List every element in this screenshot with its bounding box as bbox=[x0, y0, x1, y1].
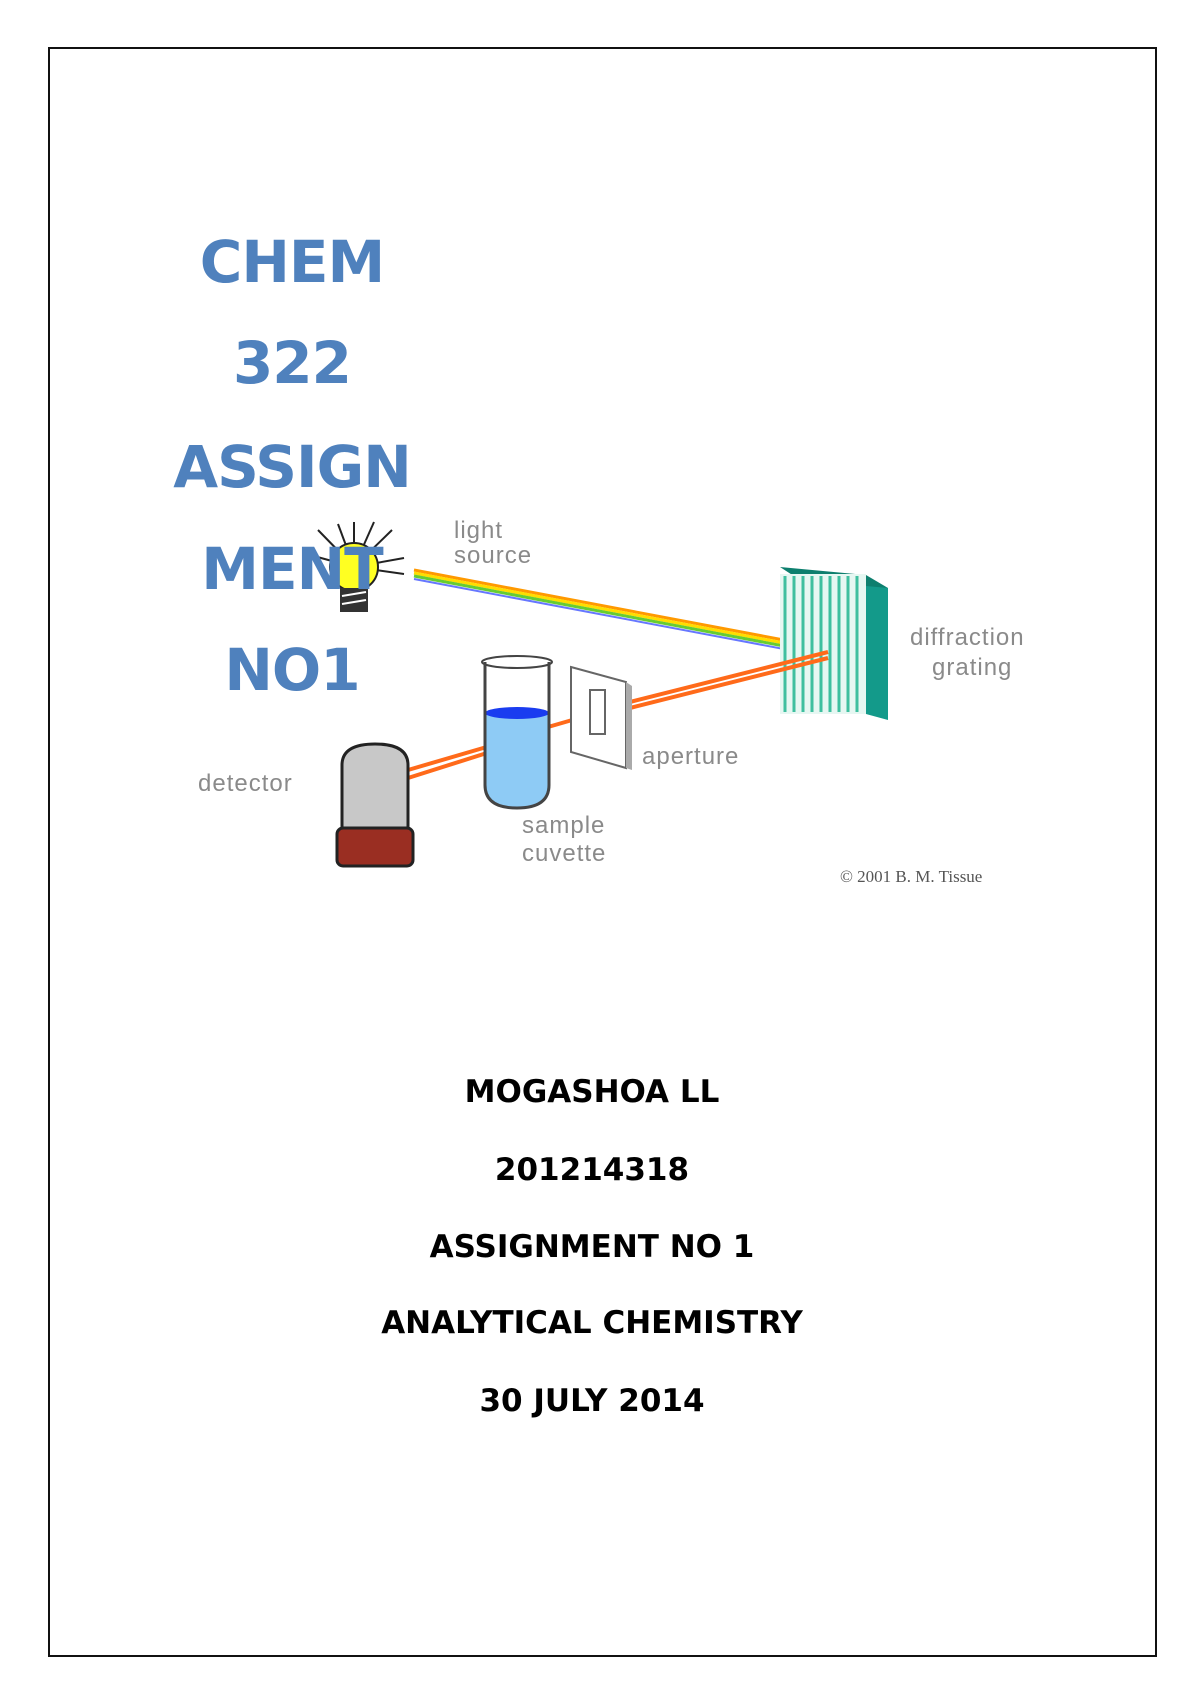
subject: ANALYTICAL CHEMISTRY bbox=[381, 1305, 803, 1341]
title-line-4: MENT bbox=[201, 535, 383, 603]
title-line-1: CHEM bbox=[199, 228, 385, 296]
grating-label: grating bbox=[932, 654, 1012, 681]
source-label: source bbox=[454, 542, 532, 569]
student-number: 201214318 bbox=[494, 1152, 690, 1188]
title-line-3: ASSIGN bbox=[173, 433, 412, 501]
diffraction-label: diffraction bbox=[910, 624, 1025, 651]
cuvette-label: cuvette bbox=[522, 840, 606, 867]
sample-label: sample bbox=[522, 812, 605, 839]
detector-label: detector bbox=[198, 770, 293, 797]
diffraction-grating bbox=[780, 567, 888, 720]
student-name: MOGASHOA LL bbox=[464, 1074, 720, 1110]
light-bulb-icon bbox=[309, 521, 405, 612]
title-line-2: 322 bbox=[232, 329, 352, 397]
title-line-5: NO1 bbox=[224, 636, 360, 704]
copyright-label: © 2001 B. M. Tissue bbox=[840, 867, 982, 886]
diffracted-beam bbox=[407, 650, 829, 780]
assignment-number: ASSIGNMENT NO 1 bbox=[429, 1229, 755, 1265]
detector bbox=[335, 742, 415, 868]
page-border bbox=[48, 47, 1157, 1657]
spectrophotometer-diagram: light source diffraction grating apertur… bbox=[198, 517, 1025, 886]
date: 30 JULY 2014 bbox=[479, 1383, 705, 1419]
light-label: light bbox=[454, 517, 503, 544]
sample-cuvette bbox=[481, 655, 553, 810]
aperture bbox=[570, 665, 632, 770]
aperture-label: aperture bbox=[642, 743, 739, 770]
incident-light-beam bbox=[413, 568, 827, 658]
